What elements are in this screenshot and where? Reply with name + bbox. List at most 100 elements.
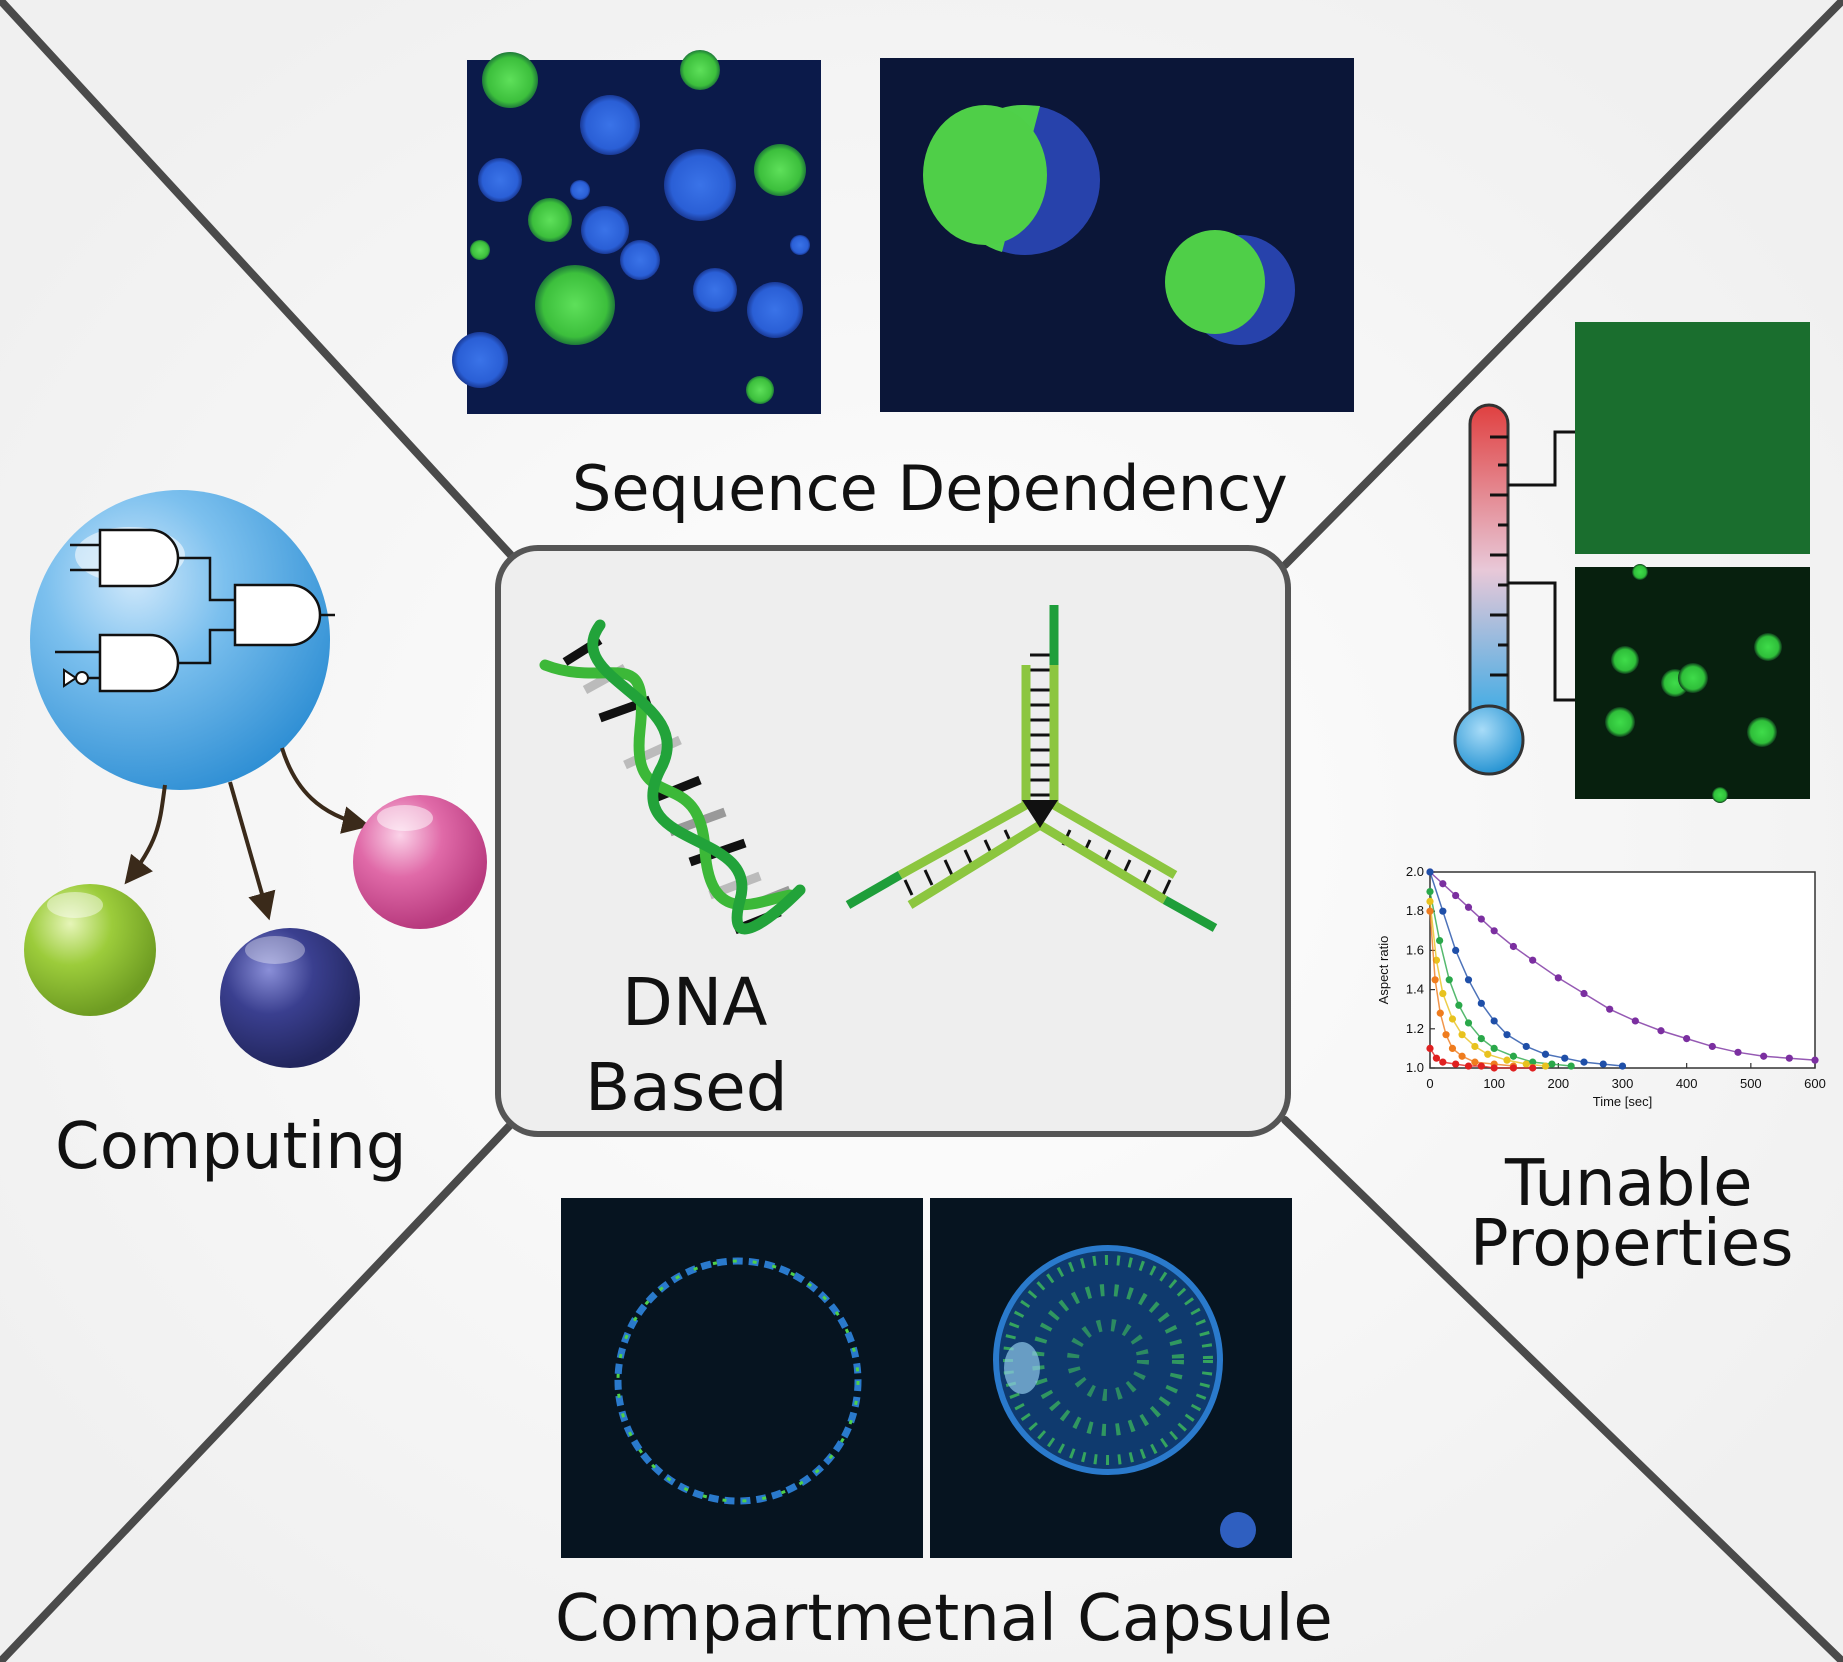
tunable-label-line1: Tunable: [1504, 1147, 1753, 1221]
center-box: [495, 545, 1291, 1137]
series-4-point: [1471, 1058, 1479, 1066]
green-ball: [24, 884, 156, 1016]
series-5-point: [1464, 1062, 1473, 1070]
series-0-point: [1580, 989, 1588, 998]
arrow-to-pink-ball: [280, 747, 371, 834]
y-tick-label: 1.4: [1406, 982, 1424, 997]
sequence-micrograph-left: [452, 50, 821, 414]
series-4-point: [1436, 1009, 1444, 1017]
arrow-to-navy-ball: [228, 781, 276, 921]
series-0-point: [1464, 903, 1473, 911]
series-3-point: [1503, 1056, 1511, 1064]
series-1-point: [1541, 1050, 1550, 1058]
pink-ball: [353, 795, 487, 929]
series-3-point: [1426, 897, 1434, 906]
and-gate-icon: [98, 528, 322, 693]
series-0-point: [1683, 1035, 1691, 1043]
compartmental-capsule-label: Compartmetnal Capsule: [555, 1582, 1333, 1656]
series-0-point: [1452, 891, 1460, 900]
tunable-label-line2: Properties: [1470, 1207, 1793, 1281]
series-0-point: [1811, 1056, 1819, 1064]
series-1-point: [1426, 868, 1434, 876]
series-3-fit-line: [1429, 901, 1546, 1067]
series-0-point: [1631, 1017, 1639, 1025]
series-3-point: [1541, 1062, 1550, 1070]
series-4-point: [1458, 1052, 1466, 1060]
series-5-point: [1529, 1064, 1537, 1072]
series-2-point: [1490, 1044, 1498, 1052]
tunable-micrograph-bottom: [1575, 564, 1810, 803]
series-1-point: [1522, 1042, 1530, 1051]
x-tick-label: 200: [1547, 1076, 1569, 1091]
output-balls: [24, 795, 487, 1068]
series-5-point: [1452, 1060, 1460, 1068]
series-0-point: [1657, 1027, 1665, 1035]
y-tick-label: 1.2: [1406, 1021, 1424, 1036]
series-0-point: [1490, 927, 1498, 935]
series-3-point: [1458, 1031, 1466, 1039]
series-1-point: [1464, 976, 1473, 984]
not-gate-icon: [63, 668, 89, 688]
series-4-point: [1442, 1031, 1450, 1039]
y-tick-label: 2.0: [1406, 864, 1424, 879]
capsule-micrograph-left: [561, 1198, 923, 1558]
series-4-point: [1431, 976, 1439, 984]
series-5-point: [1432, 1054, 1441, 1062]
y-tick-label: 1.6: [1406, 942, 1424, 957]
series-0-point: [1785, 1054, 1793, 1062]
x-tick-label: 500: [1740, 1076, 1762, 1091]
series-0-point: [1509, 942, 1518, 951]
y-tick-label: 1.8: [1406, 903, 1424, 918]
series-1-point: [1477, 999, 1485, 1007]
series-0-point: [1760, 1052, 1768, 1060]
x-tick-label: 0: [1426, 1076, 1433, 1091]
sequence-micrograph-right: [880, 58, 1354, 412]
series-1-point: [1580, 1058, 1588, 1066]
series-1-point: [1452, 946, 1460, 955]
series-1-point: [1618, 1062, 1627, 1070]
series-1-point: [1490, 1017, 1498, 1025]
x-tick-label: 400: [1676, 1076, 1698, 1091]
series-2-point: [1464, 1019, 1473, 1027]
series-3-point: [1439, 989, 1447, 998]
series-0-point: [1708, 1042, 1716, 1051]
series-2-point: [1509, 1052, 1518, 1060]
series-0-point: [1734, 1048, 1742, 1056]
series-5-point: [1426, 1044, 1434, 1052]
series-1-point: [1439, 907, 1447, 915]
series-2-point: [1567, 1062, 1575, 1070]
series-3-point: [1432, 956, 1441, 964]
x-tick-label: 100: [1483, 1076, 1505, 1091]
x-tick-label: 300: [1612, 1076, 1634, 1091]
divider-top-right: [1281, 0, 1843, 569]
series-2-point: [1455, 1001, 1463, 1009]
dna-helix-icon: [539, 619, 806, 935]
series-1-point: [1599, 1060, 1607, 1068]
series-0-point: [1439, 880, 1447, 888]
series-3-point: [1448, 1015, 1457, 1023]
series-0-point: [1477, 915, 1485, 923]
divider-bottom-left: [0, 1116, 519, 1662]
series-3-point: [1484, 1050, 1492, 1058]
series-5-point: [1509, 1064, 1518, 1072]
series-2-point: [1548, 1060, 1556, 1068]
series-5-point: [1477, 1062, 1485, 1070]
center-label-dna: DNA: [622, 964, 767, 1041]
series-2-point: [1426, 888, 1434, 896]
computing-label: Computing: [55, 1110, 406, 1184]
y-tick-label: 1.0: [1406, 1060, 1424, 1075]
tunable-micrograph-top: [1575, 322, 1810, 554]
series-1-point: [1503, 1031, 1511, 1039]
x-axis-label: Time [sec]: [1593, 1094, 1652, 1109]
divider-top-left: [0, 0, 524, 569]
navy-ball: [220, 928, 360, 1068]
series-0-point: [1529, 956, 1537, 964]
series-2-point: [1477, 1035, 1485, 1043]
arrow-to-green-ball: [124, 784, 167, 885]
series-0-point: [1606, 1005, 1614, 1013]
y-junction-dna-icon: [845, 605, 1218, 932]
series-4-point: [1426, 907, 1434, 915]
series-4-point: [1448, 1044, 1457, 1052]
